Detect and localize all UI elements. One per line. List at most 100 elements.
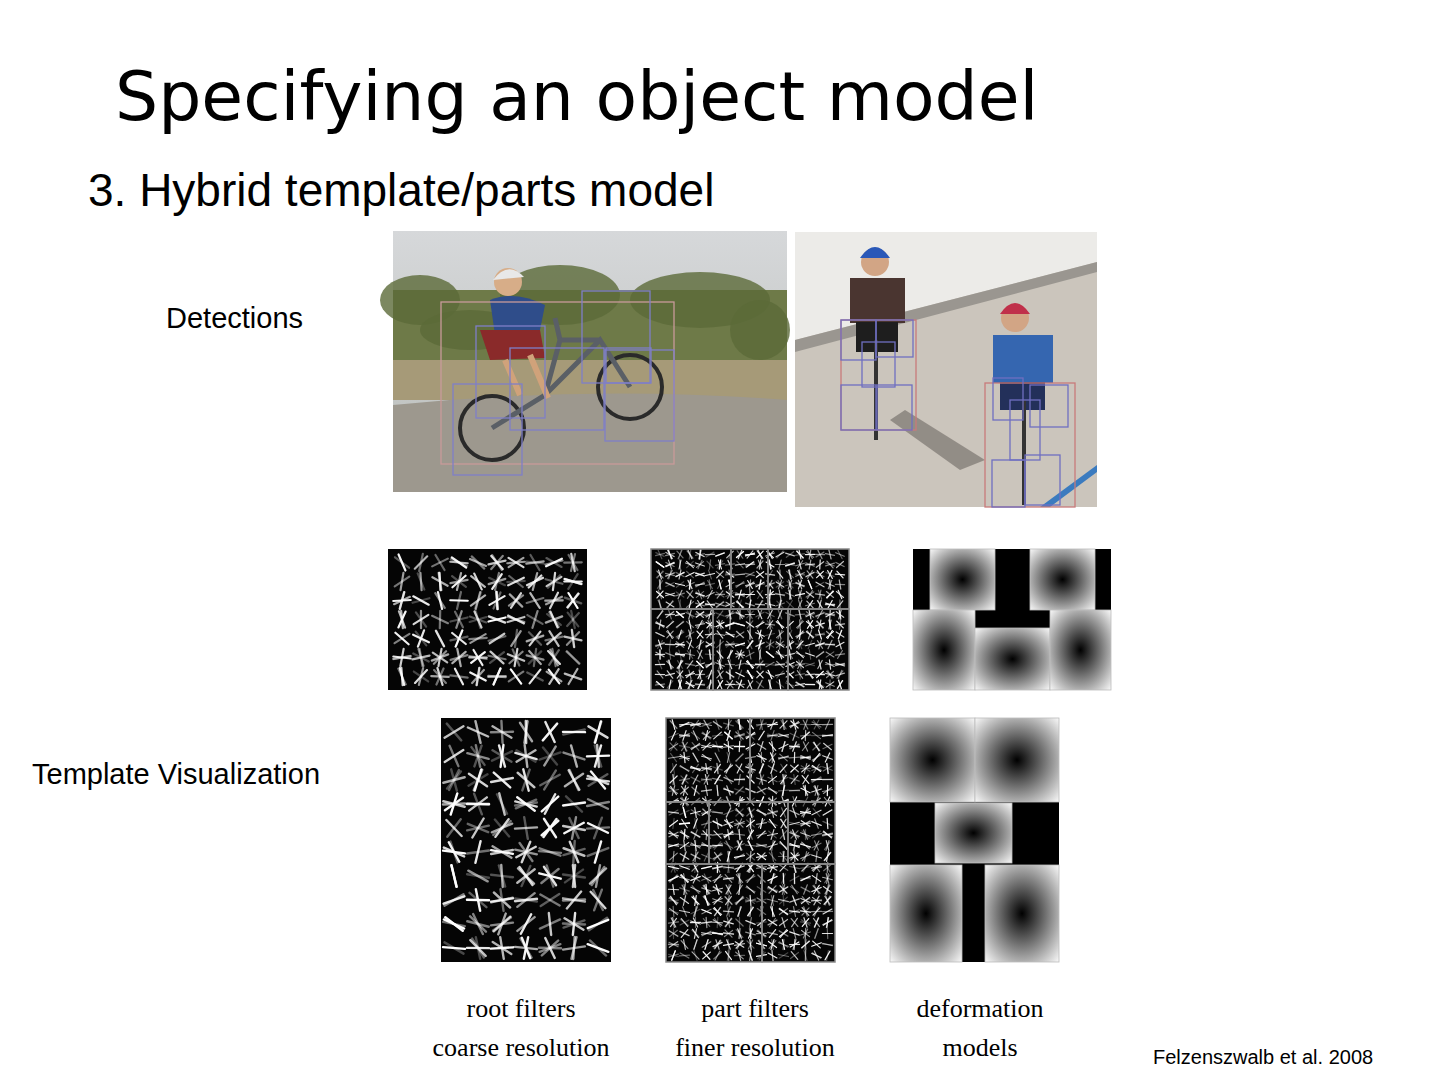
hog-stroke (656, 643, 664, 647)
hog-stroke (675, 654, 684, 655)
hog-stroke (768, 610, 772, 618)
hog-stroke (758, 853, 765, 860)
hog-stroke (684, 852, 686, 862)
hog-stroke (703, 743, 710, 750)
hog-stroke (688, 680, 692, 688)
hog-stroke (698, 590, 701, 599)
hog-stroke (680, 755, 688, 761)
detection-box (985, 383, 1075, 507)
hog-stroke (707, 621, 713, 628)
hog-stroke (415, 670, 427, 683)
hog-stroke (671, 896, 677, 904)
hog-stroke (726, 573, 735, 576)
hog-stroke (799, 610, 801, 619)
hog-stroke (786, 683, 795, 686)
hog-stroke (666, 573, 675, 575)
hog-stroke (717, 561, 722, 568)
hog-stroke (708, 620, 712, 628)
hog-stroke (444, 942, 463, 953)
hog-stroke (725, 831, 733, 838)
hog-stroke (690, 768, 700, 769)
hog-stroke (676, 583, 685, 585)
filter-background (666, 718, 835, 962)
hog-stroke (563, 729, 585, 734)
hog-stroke (798, 640, 802, 648)
hog-stroke (436, 631, 444, 647)
hog-stroke (467, 802, 489, 805)
hog-stroke (779, 777, 788, 781)
hog-stroke (806, 632, 814, 637)
hog-stroke (746, 562, 753, 567)
hog-stroke (398, 612, 405, 628)
hog-stroke (573, 865, 575, 887)
hog-stroke (588, 944, 609, 952)
hog-stroke (770, 907, 774, 916)
hog-stroke (818, 550, 822, 558)
hog-stroke (680, 843, 688, 849)
hog-stroke (681, 786, 687, 794)
hog-stroke (739, 720, 741, 730)
hog-stroke (757, 671, 763, 678)
hog-stroke (695, 818, 696, 828)
hog-stroke (806, 663, 815, 666)
illustration-shape (795, 232, 1097, 507)
hog-stroke (736, 682, 743, 688)
hog-stroke (677, 661, 682, 669)
hog-stroke (717, 917, 719, 927)
hog-stroke (526, 561, 543, 563)
hog-stroke (798, 600, 802, 608)
hog-stroke (668, 944, 678, 946)
hog-stroke (517, 869, 534, 883)
hog-stroke (673, 774, 675, 784)
hog-stroke (716, 553, 725, 556)
hog-stroke (669, 942, 677, 948)
hog-stroke (518, 868, 534, 883)
hog-stroke (692, 952, 699, 959)
hog-stroke (726, 582, 734, 586)
hog-stroke (401, 611, 403, 628)
hog-stroke (438, 573, 441, 590)
hog-stroke (683, 742, 687, 751)
hog-stroke (543, 820, 558, 837)
hog-stroke (690, 724, 700, 726)
hog-stroke (517, 893, 534, 907)
hog-stroke (694, 851, 696, 861)
detection-box (1030, 385, 1068, 427)
hog-stroke (399, 611, 405, 627)
hog-stroke (686, 672, 693, 678)
hog-stroke (736, 583, 745, 586)
hog-stroke (749, 929, 753, 938)
hog-stroke (573, 865, 575, 887)
hog-stroke (797, 651, 804, 657)
hog-stroke (748, 907, 752, 916)
hog-stroke (709, 650, 711, 659)
hog-stroke (696, 573, 705, 576)
hog-stroke (727, 671, 734, 677)
hog-stroke (725, 573, 734, 575)
hog-stroke (676, 592, 684, 597)
hog-stroke (749, 580, 750, 589)
hog-stroke (689, 630, 692, 639)
hog-stroke (468, 871, 487, 882)
hog-stroke (746, 572, 754, 577)
hog-stroke (768, 809, 776, 815)
hog-stroke (746, 622, 753, 627)
hog-stroke (819, 660, 821, 669)
hog-stroke (695, 554, 704, 556)
hog-stroke (725, 897, 732, 904)
hog-stroke (517, 917, 534, 931)
hog-stroke (757, 551, 763, 558)
hog-stroke (543, 747, 557, 764)
hog-stroke (669, 660, 671, 669)
hog-stroke (476, 721, 481, 743)
hog-stroke (691, 777, 700, 782)
hog-stroke (573, 841, 574, 863)
hog-stroke (680, 832, 689, 837)
illustration-shape (1000, 303, 1030, 314)
hog-stroke (669, 810, 678, 815)
hog-stroke (683, 896, 685, 906)
hog-stroke (667, 671, 672, 678)
photo-cyclist (380, 231, 790, 492)
hog-stroke (717, 631, 723, 638)
hog-stroke (687, 591, 692, 599)
